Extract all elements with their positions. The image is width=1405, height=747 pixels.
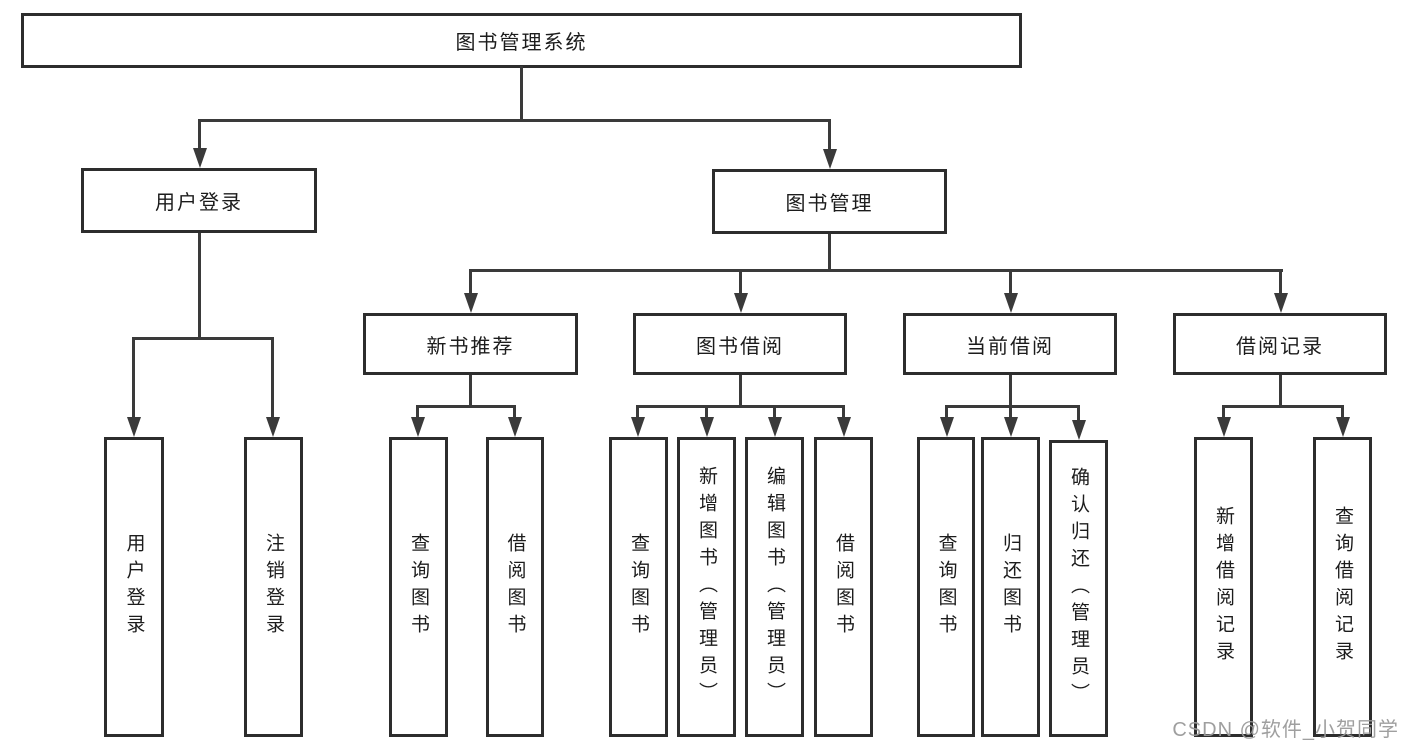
node-book-borrowing: 图书借阅 xyxy=(633,313,847,375)
connector-borrow-records-stem xyxy=(1279,375,1282,408)
arrow-to-bb-query-icon xyxy=(631,417,645,437)
connector-to-br-add xyxy=(1222,405,1225,418)
arrow-to-bb-add-icon xyxy=(700,417,714,437)
connector-to-br-query xyxy=(1341,405,1344,418)
node-new-book-recommend: 新书推荐 xyxy=(363,313,578,375)
leaf-edit-books-admin: 编辑图书（管理员） xyxy=(745,437,804,737)
connector-to-current-borrow xyxy=(1009,269,1012,293)
connector-to-cb-query xyxy=(945,405,948,418)
arrow-to-br-query-icon xyxy=(1336,417,1350,437)
connector-to-nb-query xyxy=(416,405,419,418)
connector-to-cb-confirm xyxy=(1077,405,1080,421)
connector-new-book-bar xyxy=(416,405,516,408)
arrow-to-nb-borrow-icon xyxy=(508,417,522,437)
leaf-user-login: 用户登录 xyxy=(104,437,164,737)
leaf-newbook-query-books: 查询图书 xyxy=(389,437,448,737)
csdn-watermark: CSDN @软件_小贺同学 xyxy=(1172,719,1399,741)
arrow-to-leaf-logout-icon xyxy=(266,417,280,437)
arrow-to-leaf-user-login-icon xyxy=(127,417,141,437)
connector-book-borrow-bar xyxy=(636,405,845,408)
connector-borrow-records-bar xyxy=(1222,405,1344,408)
leaf-logout: 注销登录 xyxy=(244,437,303,737)
arrow-to-bb-borrow-icon xyxy=(837,417,851,437)
leaf-current-query-books: 查询图书 xyxy=(917,437,975,737)
connector-user-login-stem xyxy=(198,233,201,340)
connector-book-mgmt-stem xyxy=(828,234,831,272)
connector-user-login-bar xyxy=(132,337,274,340)
connector-new-book-stem xyxy=(469,375,472,408)
connector-to-nb-borrow xyxy=(513,405,516,418)
connector-current-borrow-stem xyxy=(1009,375,1012,408)
connector-to-new-book xyxy=(469,269,472,293)
arrow-to-borrow-records-icon xyxy=(1274,293,1288,313)
node-current-borrowing: 当前借阅 xyxy=(903,313,1117,375)
arrow-to-new-book-icon xyxy=(464,293,478,313)
leaf-return-books: 归还图书 xyxy=(981,437,1040,737)
leaf-query-borrow-record: 查询借阅记录 xyxy=(1313,437,1372,737)
connector-to-leaf-logout xyxy=(271,337,274,418)
leaf-add-books-admin: 新增图书（管理员） xyxy=(677,437,736,737)
connector-to-borrow-records xyxy=(1279,269,1282,293)
arrow-to-book-borrow-icon xyxy=(734,293,748,313)
arrow-to-cb-query-icon xyxy=(940,417,954,437)
node-borrow-records: 借阅记录 xyxy=(1173,313,1387,375)
connector-level2-bar xyxy=(198,119,831,122)
connector-root-stem xyxy=(520,66,523,122)
arrow-to-nb-query-icon xyxy=(411,417,425,437)
node-root-library-system: 图书管理系统 xyxy=(21,13,1022,68)
connector-to-bb-borrow xyxy=(842,405,845,418)
connector-to-bb-add xyxy=(705,405,708,418)
arrow-to-cb-confirm-icon xyxy=(1072,420,1086,440)
arrow-to-book-mgmt-icon xyxy=(823,149,837,169)
leaf-newbook-borrow-books: 借阅图书 xyxy=(486,437,544,737)
connector-to-book-borrow xyxy=(739,269,742,293)
arrow-to-user-login-icon xyxy=(193,148,207,168)
connector-to-bb-edit xyxy=(773,405,776,418)
leaf-borrow-query-books: 查询图书 xyxy=(609,437,668,737)
connector-to-bb-query xyxy=(636,405,639,418)
connector-book-borrow-stem xyxy=(739,375,742,408)
arrow-to-bb-edit-icon xyxy=(768,417,782,437)
node-user-login: 用户登录 xyxy=(81,168,317,233)
arrow-to-cb-return-icon xyxy=(1004,417,1018,437)
connector-to-cb-return xyxy=(1009,405,1012,418)
connector-to-user-login xyxy=(198,119,201,150)
node-book-management: 图书管理 xyxy=(712,169,947,234)
leaf-confirm-return-admin: 确认归还（管理员） xyxy=(1049,440,1108,737)
connector-current-borrow-bar xyxy=(945,405,1080,408)
leaf-borrow-books: 借阅图书 xyxy=(814,437,873,737)
arrow-to-br-add-icon xyxy=(1217,417,1231,437)
connector-level3-bar xyxy=(469,269,1283,272)
connector-to-leaf-user-login xyxy=(132,337,135,418)
connector-to-book-mgmt xyxy=(828,119,831,150)
leaf-add-borrow-record: 新增借阅记录 xyxy=(1194,437,1253,737)
arrow-to-current-borrow-icon xyxy=(1004,293,1018,313)
